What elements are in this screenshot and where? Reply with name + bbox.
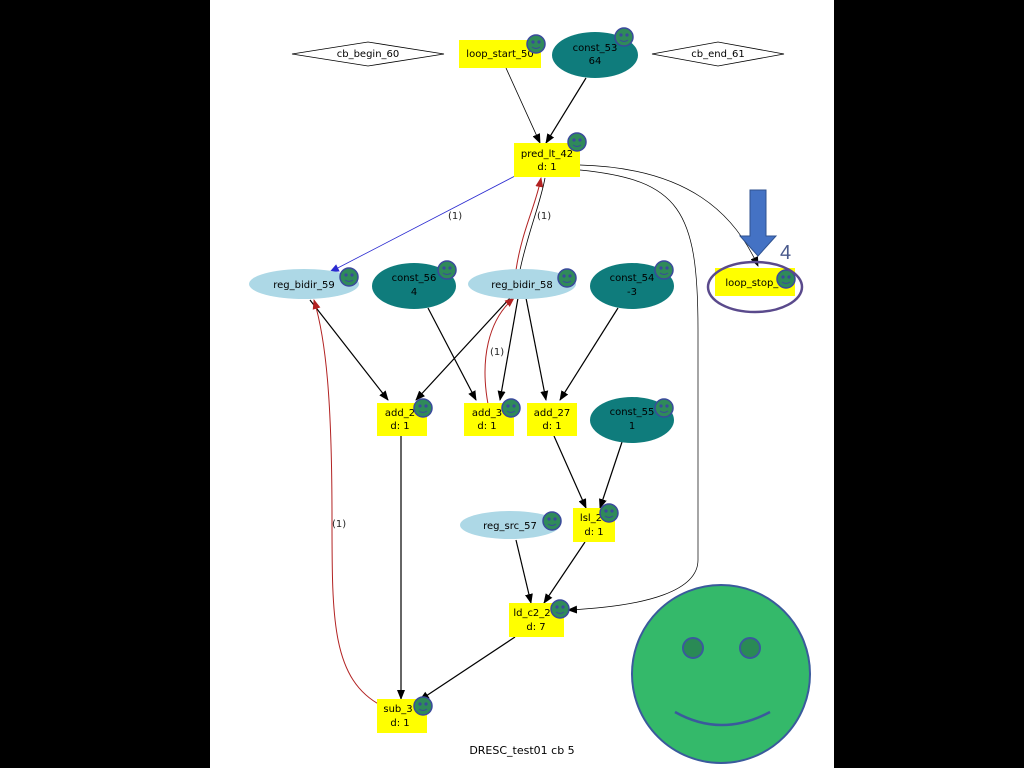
svg-text:lsl_2: lsl_2 bbox=[580, 513, 602, 524]
badge-icon bbox=[542, 511, 562, 531]
badge-icon bbox=[413, 696, 433, 716]
svg-text:d: 1: d: 1 bbox=[542, 421, 561, 432]
svg-text:reg_bidir_58: reg_bidir_58 bbox=[491, 280, 552, 291]
badge-icon bbox=[567, 132, 587, 152]
svg-text:-3: -3 bbox=[627, 287, 637, 298]
badge-icon bbox=[526, 34, 546, 54]
badge-icon bbox=[339, 267, 359, 287]
node-badges bbox=[339, 27, 796, 716]
node-const-56[interactable]: const_56 4 bbox=[372, 263, 456, 309]
svg-text:sub_3: sub_3 bbox=[383, 704, 412, 715]
svg-text:1: 1 bbox=[629, 421, 635, 432]
svg-text:cb_begin_60: cb_begin_60 bbox=[337, 49, 400, 60]
edge-pred-to-reg59 bbox=[329, 175, 516, 273]
node-reg-src-57[interactable]: reg_src_57 bbox=[460, 511, 560, 539]
svg-text:reg_bidir_59: reg_bidir_59 bbox=[273, 280, 334, 291]
edge-sub-to-reg59-red bbox=[312, 299, 383, 707]
svg-text:4: 4 bbox=[411, 287, 417, 298]
badge-icon bbox=[654, 398, 674, 418]
edge-const56-to-add3 bbox=[427, 307, 477, 401]
svg-text:pred_lt_42: pred_lt_42 bbox=[521, 149, 573, 160]
node-cb-begin-60[interactable]: cb_begin_60 bbox=[291, 41, 445, 67]
svg-text:loop_start_50: loop_start_50 bbox=[466, 49, 533, 60]
svg-text:const_56: const_56 bbox=[392, 273, 437, 284]
node-add-27[interactable]: add_27 d: 1 bbox=[527, 403, 577, 436]
edge-label-pred-to-reg59: (1) bbox=[448, 211, 462, 222]
svg-text:d: 1: d: 1 bbox=[390, 718, 409, 729]
badge-icon bbox=[413, 398, 433, 418]
edge-reg59-to-add2 bbox=[309, 299, 389, 401]
svg-text:loop_stop_3: loop_stop_3 bbox=[725, 278, 784, 289]
svg-text:add_27: add_27 bbox=[534, 408, 571, 419]
badge-icon bbox=[599, 503, 619, 523]
edge-reg58-to-pred-black bbox=[519, 177, 546, 271]
svg-text:const_53: const_53 bbox=[573, 43, 618, 54]
badge-icon bbox=[614, 27, 634, 47]
badge-icon bbox=[437, 260, 457, 280]
edge-const54-to-add27 bbox=[559, 307, 619, 401]
node-reg-bidir-59[interactable]: reg_bidir_59 bbox=[249, 269, 359, 299]
edge-regsrc57-to-ldc2 bbox=[515, 539, 533, 604]
svg-text:d: 1: d: 1 bbox=[390, 421, 409, 432]
edge-reg58-to-add2 bbox=[415, 297, 511, 401]
badge-icon bbox=[557, 268, 577, 288]
node-reg-bidir-58[interactable]: reg_bidir_58 bbox=[468, 269, 576, 299]
edge-loop-start-to-pred bbox=[505, 67, 541, 144]
edge-pred-to-loopstop bbox=[579, 164, 759, 267]
node-pred-lt-42[interactable]: pred_lt_42 d: 1 bbox=[514, 143, 580, 177]
svg-text:reg_src_57: reg_src_57 bbox=[483, 521, 537, 532]
svg-text:d: 1: d: 1 bbox=[537, 162, 556, 173]
svg-text:d: 1: d: 1 bbox=[477, 421, 496, 432]
edge-reg58-to-add3 bbox=[497, 297, 519, 401]
edge-const53-to-pred bbox=[545, 77, 587, 144]
node-const-54[interactable]: const_54 -3 bbox=[590, 263, 674, 309]
smiley-face-icon bbox=[631, 584, 811, 764]
node-const-53[interactable]: const_53 64 bbox=[552, 32, 638, 78]
badge-icon bbox=[776, 269, 796, 289]
svg-text:ld_c2_2: ld_c2_2 bbox=[513, 608, 550, 619]
dataflow-graph: (1) (1) (1) (1) cb_begin_60 cb_end_61 lo… bbox=[249, 27, 811, 764]
highlight-ring bbox=[706, 260, 804, 314]
svg-text:64: 64 bbox=[589, 56, 602, 67]
svg-text:cb_end_61: cb_end_61 bbox=[691, 49, 744, 60]
node-cb-end-61[interactable]: cb_end_61 bbox=[651, 41, 785, 67]
edge-lsl-to-ldc2 bbox=[543, 541, 586, 604]
badge-icon bbox=[550, 599, 570, 619]
badge-icon bbox=[501, 398, 521, 418]
edge-label-add3-reg58: (1) bbox=[490, 347, 504, 358]
svg-text:add_3: add_3 bbox=[472, 408, 502, 419]
edge-reg58-to-pred-red bbox=[515, 177, 544, 271]
annotation-number: 4 bbox=[780, 242, 791, 264]
edge-add3-to-reg58-red bbox=[484, 297, 515, 405]
edge-ldc2-to-sub bbox=[419, 636, 516, 701]
node-const-55[interactable]: const_55 1 bbox=[590, 397, 674, 443]
badge-icon bbox=[654, 260, 674, 280]
edge-const55-to-lsl bbox=[599, 441, 623, 509]
edge-label-pred-reg58: (1) bbox=[537, 211, 551, 222]
edges bbox=[309, 67, 759, 707]
svg-text:const_55: const_55 bbox=[610, 407, 655, 418]
edge-add27-to-lsl bbox=[553, 435, 587, 509]
edge-pred-to-ldc2 bbox=[567, 169, 699, 614]
svg-text:d: 7: d: 7 bbox=[526, 622, 545, 633]
diagram-caption: DRESC_test01 cb 5 bbox=[469, 744, 574, 757]
down-arrow-icon bbox=[738, 189, 778, 257]
svg-text:add_2: add_2 bbox=[385, 408, 415, 419]
diagram-canvas: (1) (1) (1) (1) cb_begin_60 cb_end_61 lo… bbox=[210, 0, 834, 768]
svg-text:d: 1: d: 1 bbox=[584, 527, 603, 538]
edge-label-sub-reg59: (1) bbox=[332, 519, 346, 530]
svg-text:const_54: const_54 bbox=[610, 273, 655, 284]
edge-reg58-to-add27 bbox=[525, 297, 549, 401]
